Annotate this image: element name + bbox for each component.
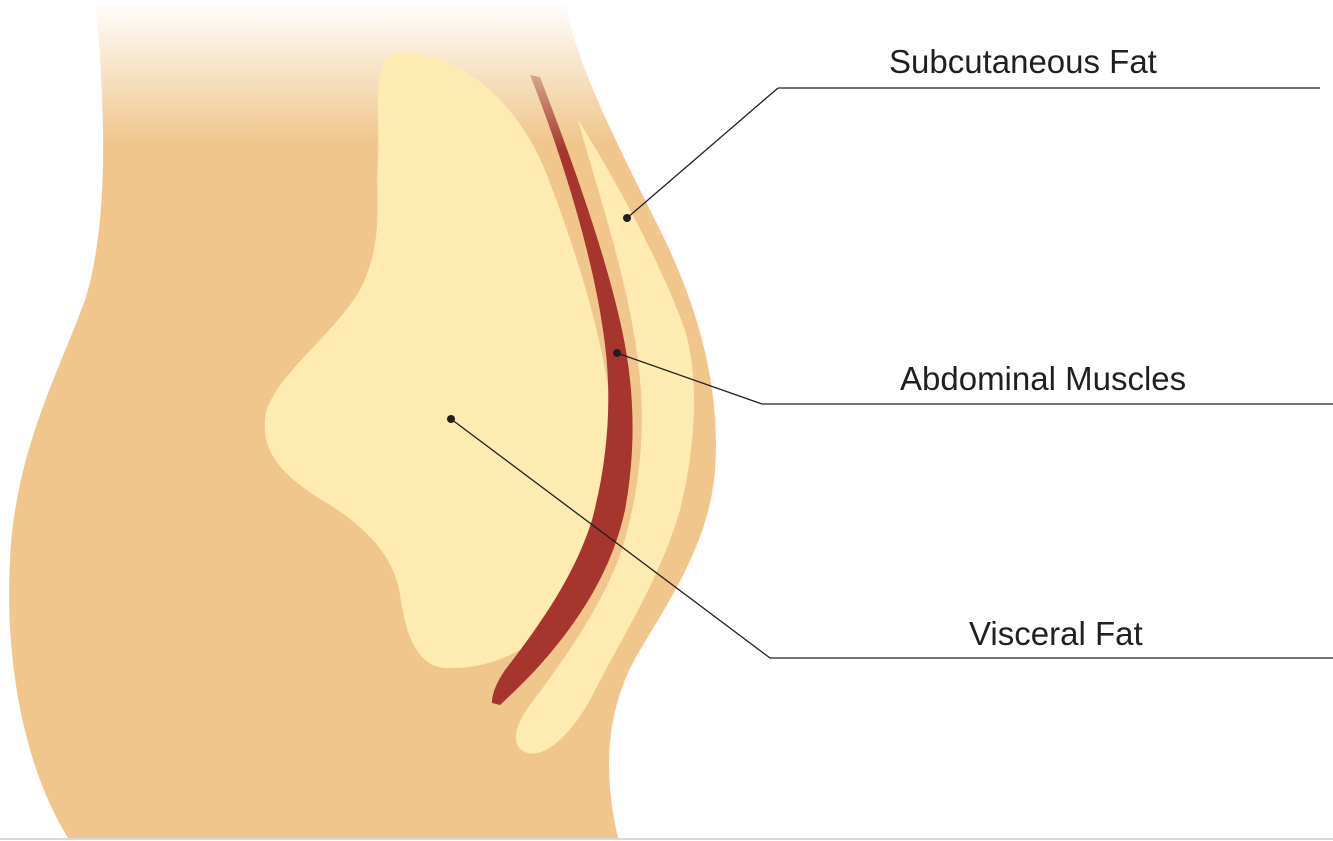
leader-visceral-dot	[447, 415, 455, 423]
leader-subcutaneous-dot	[623, 214, 631, 222]
subcutaneous-fat-label: Subcutaneous Fat	[889, 45, 1157, 78]
leader-muscles-dot	[613, 349, 621, 357]
leader-subcutaneous-diagonal	[627, 88, 778, 218]
leader-subcutaneous	[623, 88, 1320, 222]
abdominal-muscles-label: Abdominal Muscles	[900, 362, 1186, 395]
visceral-fat-label: Visceral Fat	[969, 617, 1143, 650]
